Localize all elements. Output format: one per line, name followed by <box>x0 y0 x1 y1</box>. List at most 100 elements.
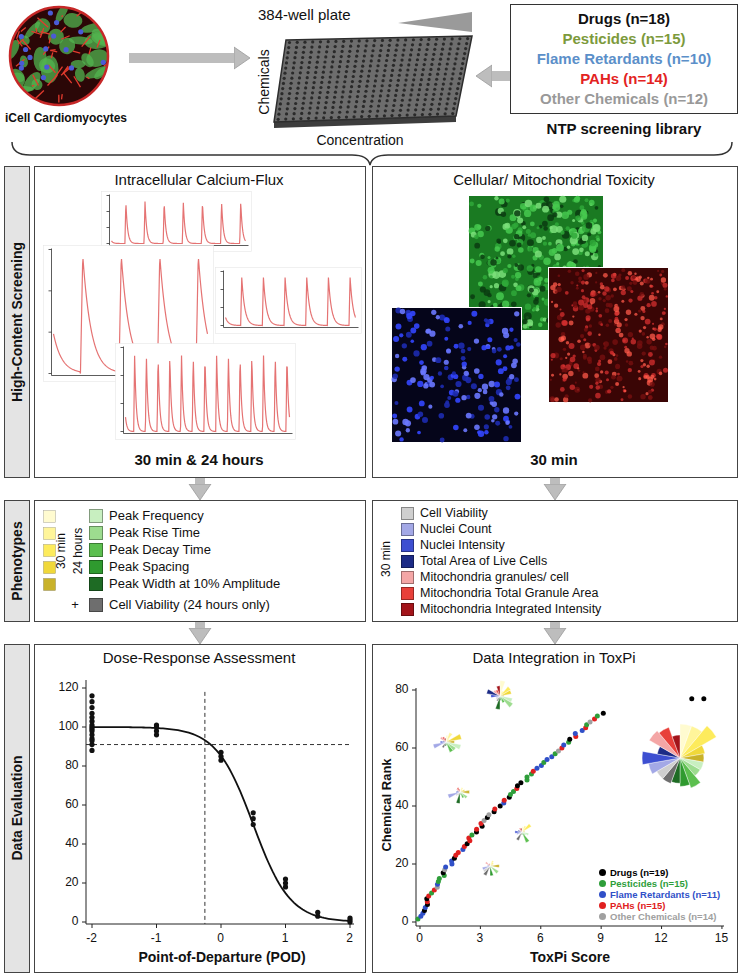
cell-body <box>74 67 87 83</box>
micrograph-spot <box>612 339 618 345</box>
cell-nucleus <box>48 10 53 15</box>
plate-well <box>352 75 355 78</box>
plate-well <box>278 107 281 110</box>
cardiomyocyte-image <box>3 4 129 110</box>
micrograph-spot <box>628 298 632 302</box>
legend-swatch <box>599 869 606 876</box>
plate-well <box>438 102 441 105</box>
plate-well <box>386 54 389 57</box>
section-band: High-Content Screening <box>4 166 30 478</box>
plate-well <box>398 114 401 117</box>
plate-well <box>404 78 407 81</box>
plate-well <box>347 100 350 103</box>
panel-text: Point-of-Departure (POD) <box>138 949 305 965</box>
plate-well <box>457 82 460 85</box>
legend-swatch <box>401 587 414 600</box>
dose-point <box>89 693 94 698</box>
axis-tick <box>92 924 93 928</box>
cell-filament <box>61 27 66 32</box>
toxpi-slice <box>489 864 491 866</box>
plate-well <box>307 66 310 69</box>
micrograph-spot <box>517 217 523 223</box>
plate-well <box>309 101 312 104</box>
micrograph-spot <box>572 248 579 255</box>
plate-well <box>425 48 428 51</box>
plate-well <box>395 49 398 52</box>
plate-well <box>317 101 320 104</box>
micrograph-spot <box>577 367 579 369</box>
plate-well <box>313 81 316 84</box>
plate-well <box>400 64 403 67</box>
plate-well <box>297 81 300 84</box>
micrograph-spot <box>499 392 503 396</box>
plate-well <box>331 106 334 109</box>
micrograph-spot <box>615 317 619 321</box>
legend-swatch-30min <box>44 528 56 540</box>
plate-well <box>436 73 439 76</box>
legend-label: Peak Decay Time <box>109 543 211 557</box>
plate-well <box>457 42 460 45</box>
micrograph-spot <box>495 421 500 426</box>
micrograph-spot <box>565 291 569 295</box>
micrograph-spot <box>593 225 600 232</box>
micrograph-spot <box>474 425 480 431</box>
micrograph-spot <box>586 222 593 229</box>
micrograph-spot <box>535 266 541 272</box>
cell-filament <box>61 15 63 17</box>
micrograph-spot <box>578 277 582 281</box>
micrograph-spot <box>526 229 531 234</box>
micrograph-spot <box>563 368 568 373</box>
micrograph-spot <box>522 319 527 324</box>
micrograph-spot <box>659 372 663 376</box>
micrograph-spot <box>582 269 585 272</box>
micrograph-spot <box>575 382 577 384</box>
micrograph-spot <box>474 235 479 240</box>
micrograph-spot <box>619 333 624 338</box>
micrograph-spot <box>517 264 524 271</box>
micrograph-spot <box>514 411 518 415</box>
toxpi-slice <box>672 735 680 758</box>
trace-tick <box>107 243 110 244</box>
micrograph-spot <box>503 436 508 441</box>
axis-tick <box>412 690 416 691</box>
plate-well <box>383 69 386 72</box>
library-entry: PAHs (n=14) <box>519 69 729 89</box>
micrograph-spot <box>549 226 552 229</box>
plate-well <box>450 77 453 80</box>
toxpi-slice <box>440 737 446 742</box>
legend-row: Peak Decay Time <box>89 543 211 557</box>
micrograph-spot <box>652 323 654 325</box>
plate-well <box>388 44 391 47</box>
micrograph-spot <box>535 250 542 257</box>
plate-well <box>402 48 405 51</box>
axis-tick-label: 15 <box>715 932 728 946</box>
plate-well <box>400 104 403 107</box>
plate-well <box>442 82 445 85</box>
plate-well <box>446 62 449 65</box>
micrograph-spot <box>505 420 509 424</box>
axis-tick <box>221 924 222 928</box>
plate-well <box>386 99 389 102</box>
plate-well <box>366 80 369 83</box>
plate-well <box>333 96 336 99</box>
micrograph-spot <box>621 300 624 303</box>
micrograph-spot <box>485 226 490 231</box>
plate-well <box>361 110 364 113</box>
cell-nucleus <box>78 29 83 34</box>
micrograph-spot <box>486 345 490 349</box>
toxpi-slice <box>489 864 490 866</box>
micrograph-spot <box>558 283 561 286</box>
cell-outline <box>10 7 108 105</box>
micrograph-spot <box>552 212 557 217</box>
micrograph-spot <box>559 308 561 310</box>
micrograph-spot <box>650 278 653 281</box>
plate-well <box>464 47 467 50</box>
axis-tick <box>82 727 86 728</box>
section-label: Data Evaluation <box>8 755 24 860</box>
micrograph-spot <box>478 431 484 437</box>
micrograph-spot <box>477 430 481 434</box>
plate-well <box>370 100 373 103</box>
axis-tick <box>82 688 86 689</box>
screening-panel: Cellular/ Mitochondrial Toxicity30 min <box>372 166 738 478</box>
